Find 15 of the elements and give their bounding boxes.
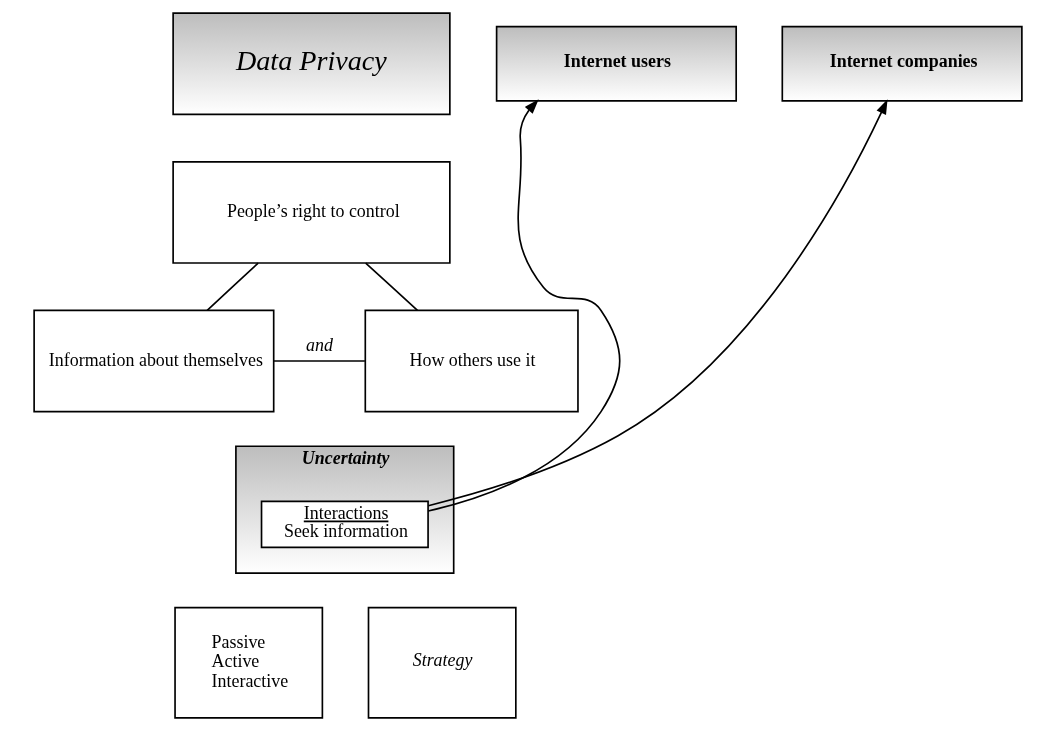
edge-label: and [305, 335, 333, 356]
node-box: How others use it [363, 309, 579, 413]
node-box: Data Privacy [171, 12, 451, 116]
node-box: Internet users [495, 25, 737, 102]
node-box: Passive Active Interactive [173, 606, 323, 719]
arrow [426, 99, 621, 512]
node-box: Strategy [367, 606, 517, 719]
node-box: Interactions Seek information [260, 500, 429, 549]
arrow [427, 99, 888, 507]
connector [364, 262, 418, 312]
connector [272, 360, 366, 362]
node-box: Information about themselves [32, 309, 275, 413]
node-box: People’s right to control [171, 160, 451, 264]
connector [205, 262, 259, 312]
node-box: Internet companies [780, 25, 1023, 102]
